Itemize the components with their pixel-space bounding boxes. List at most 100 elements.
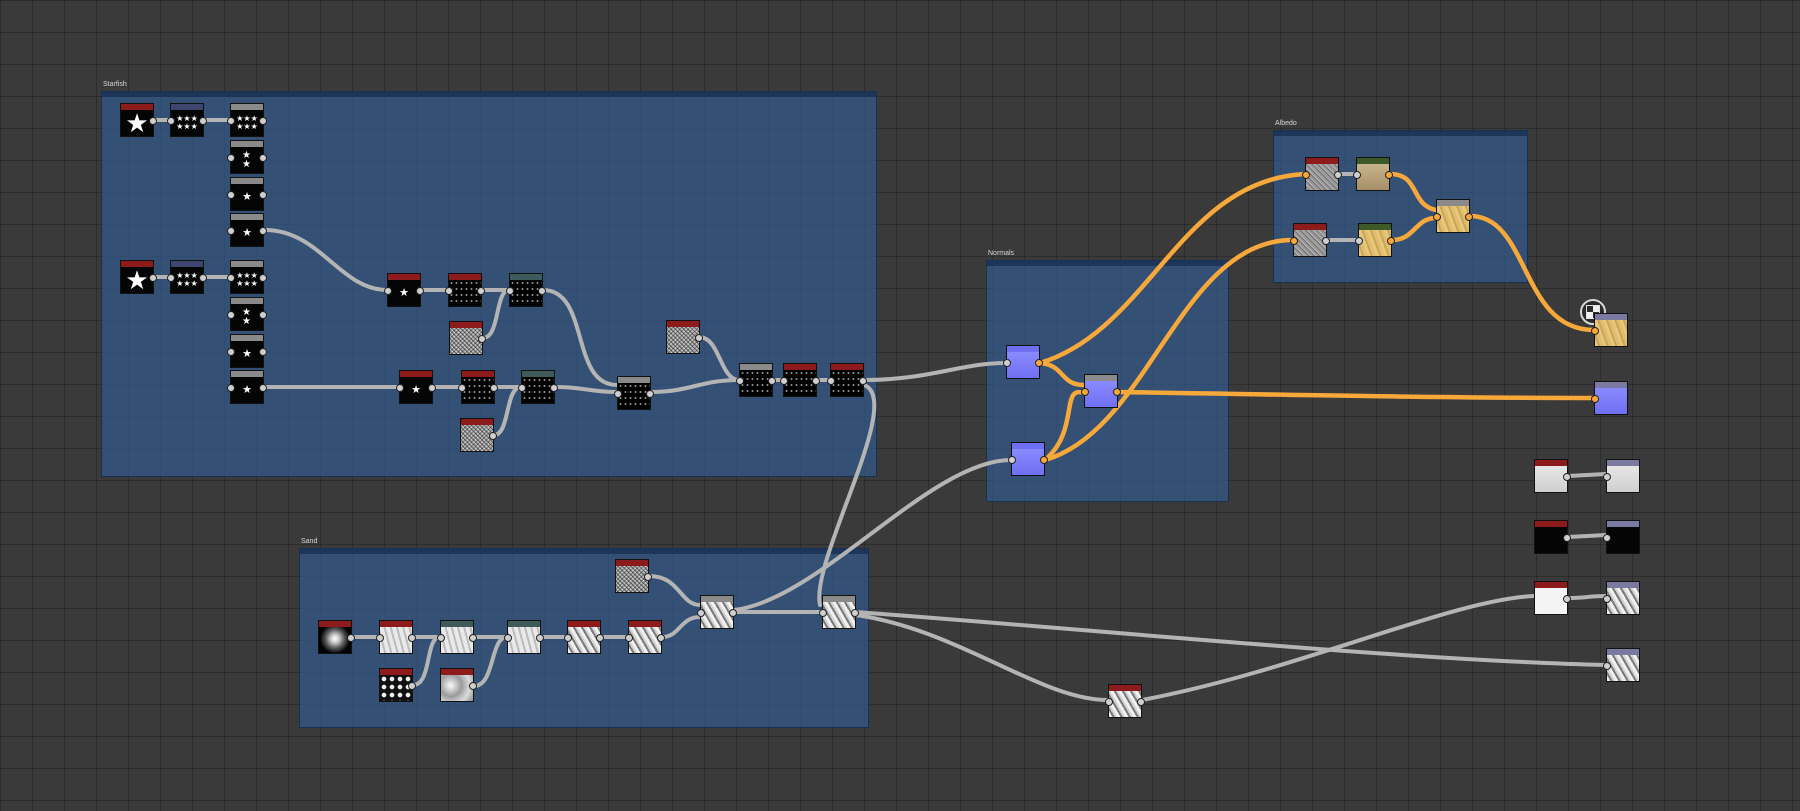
- input-port[interactable]: [504, 634, 512, 642]
- input-port[interactable]: [1591, 327, 1599, 335]
- albedo-blend-node[interactable]: [1433, 199, 1473, 233]
- height-output-node[interactable]: [1603, 648, 1640, 682]
- output-port[interactable]: [259, 274, 267, 282]
- output-port[interactable]: [408, 682, 416, 690]
- frame-title-sand[interactable]: Sand: [301, 538, 318, 545]
- frame-title-albedo[interactable]: Albedo: [1275, 120, 1297, 127]
- star-shape-node[interactable]: ★: [120, 260, 157, 294]
- output-port[interactable]: [1387, 237, 1395, 245]
- input-port[interactable]: [1603, 473, 1611, 481]
- blend-node[interactable]: [697, 595, 737, 629]
- normal-blend-node[interactable]: [1081, 374, 1121, 408]
- star-variant-node[interactable]: ★★★ ★★★: [227, 260, 267, 294]
- output-port[interactable]: [408, 634, 416, 642]
- output-port[interactable]: [1385, 171, 1393, 179]
- star-variant-node[interactable]: ★: [227, 177, 267, 211]
- noise-node[interactable]: [615, 559, 652, 593]
- output-port[interactable]: [477, 287, 485, 295]
- output-port[interactable]: [199, 117, 207, 125]
- star-variant-node[interactable]: ★: [227, 370, 267, 404]
- merge-node[interactable]: [614, 376, 654, 410]
- input-port[interactable]: [564, 634, 572, 642]
- metallic-output-node[interactable]: [1603, 520, 1640, 554]
- output-port[interactable]: [1563, 595, 1571, 603]
- input-port[interactable]: [827, 377, 835, 385]
- input-port[interactable]: [1290, 237, 1298, 245]
- output-port[interactable]: [538, 287, 546, 295]
- output-port[interactable]: [478, 335, 486, 343]
- output-port[interactable]: [644, 573, 652, 581]
- frame-title-normals[interactable]: Normals: [988, 250, 1015, 257]
- input-port[interactable]: [227, 154, 235, 162]
- star-variant-node[interactable]: ★ ★: [227, 297, 267, 331]
- input-port[interactable]: [227, 117, 235, 125]
- gravel-node[interactable]: [1302, 157, 1342, 191]
- output-port[interactable]: [149, 117, 157, 125]
- output-port[interactable]: [1035, 359, 1043, 367]
- frame-albedo[interactable]: Albedo: [1273, 120, 1528, 283]
- star-shape-node[interactable]: ★: [120, 103, 157, 137]
- noise-node[interactable]: [449, 321, 486, 355]
- input-port[interactable]: [625, 634, 633, 642]
- output-port[interactable]: [1322, 237, 1330, 245]
- input-port[interactable]: [396, 384, 404, 392]
- output-port[interactable]: [259, 227, 267, 235]
- output-port[interactable]: [859, 377, 867, 385]
- gravel-node[interactable]: [1290, 223, 1330, 257]
- output-port[interactable]: [657, 634, 665, 642]
- input-port[interactable]: [1081, 388, 1089, 396]
- uniform-color-node[interactable]: [1534, 459, 1571, 493]
- warp-node[interactable]: [564, 620, 604, 654]
- output-port[interactable]: [428, 384, 436, 392]
- dots-pattern-node[interactable]: [379, 668, 416, 702]
- scatter-node[interactable]: [827, 363, 867, 397]
- input-port[interactable]: [376, 634, 384, 642]
- input-port[interactable]: [437, 634, 445, 642]
- input-port[interactable]: [1603, 534, 1611, 542]
- input-port[interactable]: [1591, 395, 1599, 403]
- input-port[interactable]: [1008, 456, 1016, 464]
- tile-generator-node[interactable]: ★★★ ★★★: [167, 260, 207, 294]
- star-variant-node[interactable]: ★: [227, 213, 267, 247]
- output-port[interactable]: [259, 311, 267, 319]
- tile-generator-node[interactable]: ★★★ ★★★: [167, 103, 207, 137]
- output-port[interactable]: [259, 191, 267, 199]
- input-port[interactable]: [458, 384, 466, 392]
- output-port[interactable]: [851, 609, 859, 617]
- input-port[interactable]: [1603, 662, 1611, 670]
- input-port[interactable]: [227, 311, 235, 319]
- input-port[interactable]: [506, 287, 514, 295]
- output-port[interactable]: [1113, 388, 1121, 396]
- output-port[interactable]: [729, 609, 737, 617]
- output-port[interactable]: [149, 274, 157, 282]
- output-port[interactable]: [469, 634, 477, 642]
- blend-node[interactable]: [506, 273, 546, 307]
- input-port[interactable]: [518, 384, 526, 392]
- scatter-node[interactable]: [458, 370, 498, 404]
- star-variant-node[interactable]: ★: [227, 334, 267, 368]
- input-port[interactable]: [227, 384, 235, 392]
- output-port[interactable]: [347, 634, 355, 642]
- noise-node[interactable]: [666, 320, 703, 354]
- output-port[interactable]: [259, 384, 267, 392]
- input-port[interactable]: [1603, 595, 1611, 603]
- input-port[interactable]: [1353, 171, 1361, 179]
- input-port[interactable]: [736, 377, 744, 385]
- level-node[interactable]: [1105, 684, 1145, 718]
- output-port[interactable]: [550, 384, 558, 392]
- gradient-node[interactable]: [318, 620, 355, 654]
- blend-node[interactable]: [504, 620, 544, 654]
- blend-node[interactable]: [736, 363, 776, 397]
- frame-title-starfish[interactable]: Starfish: [103, 81, 127, 88]
- output-port[interactable]: [199, 274, 207, 282]
- output-port[interactable]: [768, 377, 776, 385]
- input-port[interactable]: [167, 274, 175, 282]
- input-port[interactable]: [445, 287, 453, 295]
- input-port[interactable]: [227, 191, 235, 199]
- input-port[interactable]: [614, 390, 622, 398]
- input-port[interactable]: [780, 377, 788, 385]
- input-port[interactable]: [167, 117, 175, 125]
- output-port[interactable]: [1563, 534, 1571, 542]
- blend-node[interactable]: [819, 595, 859, 629]
- output-port[interactable]: [259, 154, 267, 162]
